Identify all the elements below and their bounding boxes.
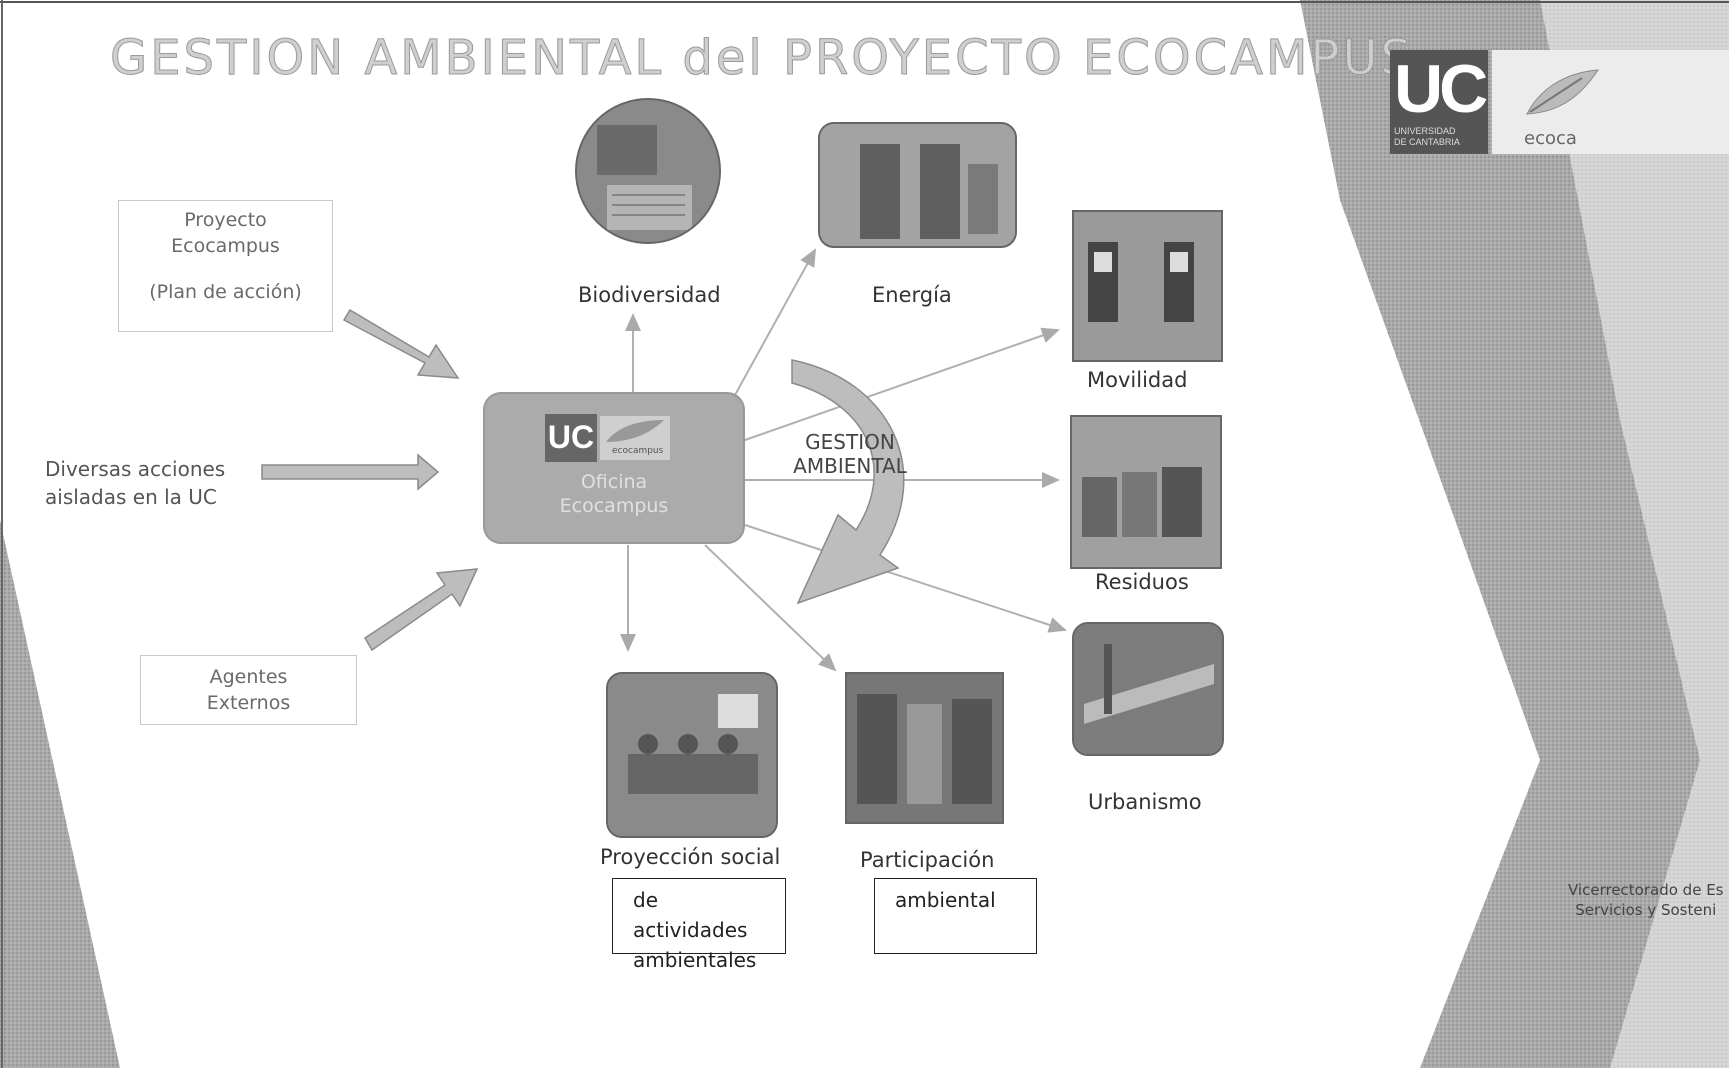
- connector-movilidad: [744, 327, 1060, 441]
- charging-station-icon: [1074, 212, 1221, 360]
- energia-label: Energía: [872, 283, 952, 307]
- connector-participacion: [704, 544, 837, 672]
- biodiversidad-label: Biodiversidad: [578, 283, 721, 307]
- urban-image-icon: [1074, 624, 1222, 754]
- ecocampus-logo: ecoca: [1492, 50, 1729, 154]
- mini-uc-logo: UC: [545, 414, 597, 462]
- oficina-ecocampus-node: UC ecocampus Oficina Ecocampus: [483, 392, 745, 544]
- crowd-image-icon: [847, 674, 1002, 822]
- gestion-ambiental-label: GESTION AMBIENTAL: [793, 430, 907, 478]
- block-arrow-bottom: [363, 568, 479, 652]
- block-arrow-middle: [261, 453, 440, 491]
- mini-ecocampus-logo: ecocampus: [600, 416, 670, 460]
- oficina-label: Oficina: [580, 471, 648, 493]
- urbanismo-photo: [1072, 622, 1224, 756]
- diversas-acciones-text: Diversas acciones aisladas en la UC: [45, 457, 226, 509]
- proyecto-ecocampus-box: Proyecto Ecocampus (Plan de acción): [118, 200, 333, 332]
- residuos-photo: [1070, 415, 1222, 569]
- participacion-detail-box: ambiental: [874, 878, 1037, 954]
- agentes-externos-box: Agentes Externos: [140, 655, 357, 725]
- biodiversidad-photo: [575, 98, 721, 244]
- connector-energia: [734, 248, 816, 396]
- movilidad-label: Movilidad: [1087, 368, 1188, 392]
- proyeccion-detail-box: de actividades ambientales: [612, 878, 786, 972]
- movilidad-photo: [1072, 210, 1223, 362]
- recycling-bins-icon: [1072, 417, 1220, 567]
- proyeccion-photo: [606, 672, 778, 838]
- connector-urbanismo: [744, 524, 1067, 633]
- left-triangle-shape: [0, 520, 120, 1068]
- right-panel-light: [1540, 0, 1729, 1068]
- proyeccion-social-label: Proyección social: [600, 845, 781, 869]
- classroom-image-icon: [608, 674, 776, 836]
- nature-image-icon: [577, 100, 719, 242]
- slide-title: GESTION AMBIENTAL del PROYECTO ECOCAMPUS: [110, 30, 1414, 87]
- urbanismo-label: Urbanismo: [1088, 790, 1202, 814]
- leaf-icon: [606, 420, 664, 442]
- participacion-photo: [845, 672, 1004, 824]
- curved-gestion-arrow: [791, 359, 905, 605]
- block-arrow-top: [342, 308, 460, 379]
- participacion-label: Participación: [860, 848, 995, 872]
- residuos-label: Residuos: [1095, 570, 1189, 594]
- ecocampus-label: Ecocampus: [559, 495, 669, 517]
- energy-image-icon: [820, 124, 1015, 246]
- leaf-icon: [1526, 69, 1599, 115]
- vicerrectorado-footer: Vicerrectorado de Es Servicios y Sosteni: [1568, 881, 1724, 919]
- energia-photo: [818, 122, 1017, 248]
